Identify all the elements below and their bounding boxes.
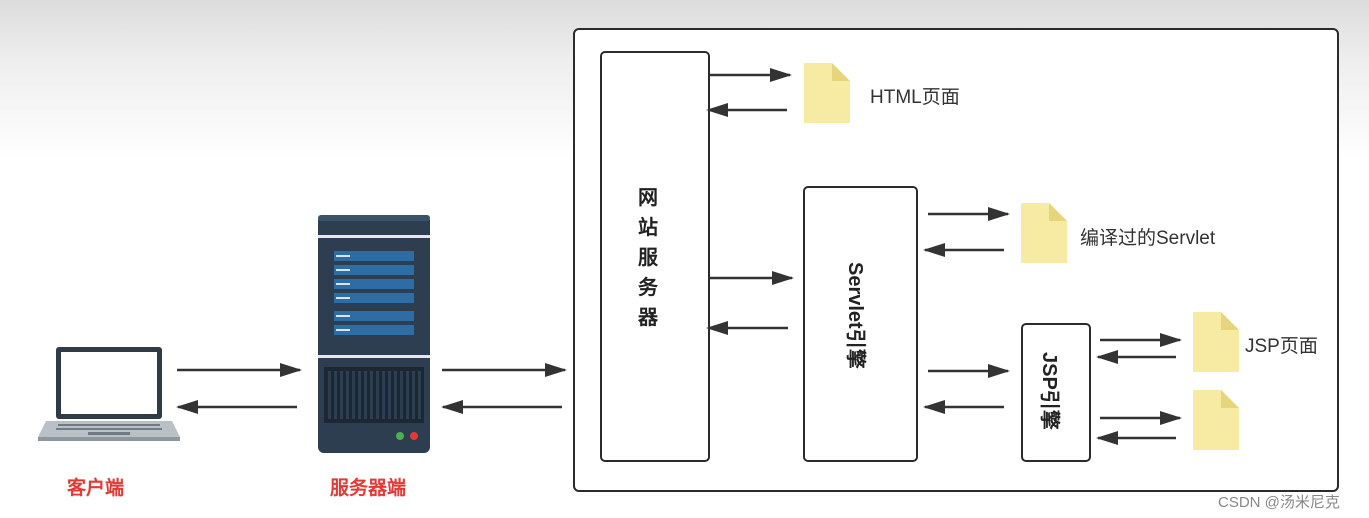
server-label: 服务器端 [330, 478, 407, 499]
jsp-page-document-icon [1193, 312, 1239, 377]
jsp-page-label: JSP页面 [1245, 336, 1318, 357]
html-page-label: HTML页面 [870, 87, 960, 108]
html-page-document-icon [804, 63, 850, 128]
client-label: 客户端 [67, 478, 125, 499]
servlet-engine-box [803, 186, 918, 462]
web-server-box [600, 51, 710, 462]
generated-servlet-document-icon [1193, 390, 1239, 455]
compiled-servlet-document-icon [1021, 203, 1067, 268]
watermark: CSDN @汤米尼克 [1218, 494, 1340, 511]
laptop-icon [38, 345, 180, 443]
jsp-engine-box [1021, 323, 1091, 462]
web-server-label: 网站服务器 [638, 187, 658, 329]
compiled-servlet-label: 编译过的Servlet [1080, 228, 1216, 249]
server-icon [318, 215, 430, 455]
